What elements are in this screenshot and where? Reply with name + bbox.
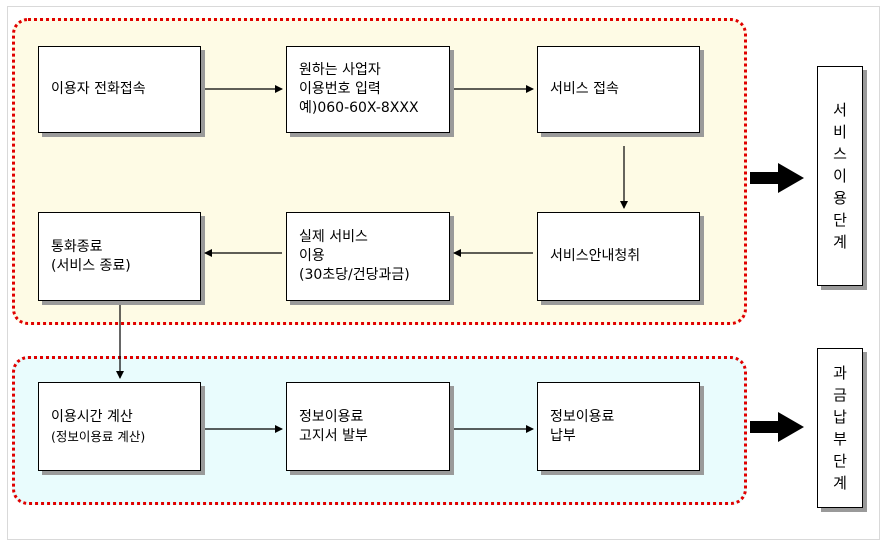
box-line: 이용번호 입력 (299, 81, 381, 97)
stage-char: 과 (833, 364, 847, 382)
stage-char: 용 (833, 189, 847, 207)
diagram-frame (7, 6, 880, 540)
box-line: 납부 (550, 427, 576, 444)
box-line: 고지서 발부 (299, 427, 368, 444)
stage-char: 단 (833, 452, 847, 470)
stage-char: 비 (833, 123, 847, 141)
stage-label-service: 서 비 스 이 용 단 계 (817, 66, 863, 286)
box-call-end: 통화종료 (서비스 종료) (38, 212, 201, 301)
box-actual-service: 실제 서비스 이용 (30초당/건당과금) (286, 212, 450, 301)
box-line: 통화종료 (51, 238, 103, 255)
stage-char: 납 (833, 408, 847, 426)
box-enter-code: 원하는 사업자 이용번호 입력 예)060-60X-8XXX (286, 46, 450, 133)
box-payment: 정보이용료 납부 (537, 382, 700, 471)
box-line: 정보이용료 (299, 408, 364, 425)
box-service-connect: 서비스 접속 (537, 46, 700, 133)
block-arrow-billing-stage (750, 412, 804, 442)
stage-char: 서 (833, 101, 847, 119)
box-line: (서비스 종료) (51, 257, 131, 274)
box-user-call-connect: 이용자 전화접속 (38, 46, 201, 133)
stage-label-billing: 과 금 납 부 단 계 (817, 348, 863, 508)
box-line: 이용자 전화접속 (51, 81, 146, 97)
stage-char: 이 (833, 167, 847, 185)
stage-char: 스 (833, 145, 847, 163)
box-line: 이용시간 계산 (51, 408, 133, 425)
stage-char: 단 (833, 211, 847, 229)
box-line: 예)060-60X-8XXX (299, 100, 419, 116)
box-line: (30초당/건당과금) (299, 267, 410, 283)
box-line: 실제 서비스 (299, 229, 368, 245)
stage-char: 금 (833, 386, 847, 404)
box-line: 이용 (299, 248, 325, 264)
block-arrow-service-stage (750, 163, 804, 193)
box-service-guidance: 서비스안내청취 (537, 212, 700, 301)
box-line: 서비스안내청취 (550, 248, 641, 264)
stage-char: 부 (833, 430, 847, 448)
box-line: 원하는 사업자 (299, 62, 381, 78)
box-line: 서비스 접속 (550, 81, 619, 97)
box-line: 정보이용료 (550, 408, 615, 425)
box-bill-notice: 정보이용료 고지서 발부 (286, 382, 450, 471)
box-line: (정보이용료 계산) (51, 428, 146, 444)
stage-char: 계 (833, 474, 847, 492)
box-usage-time: 이용시간 계산 (정보이용료 계산) (38, 382, 201, 471)
stage-char: 계 (833, 233, 847, 251)
